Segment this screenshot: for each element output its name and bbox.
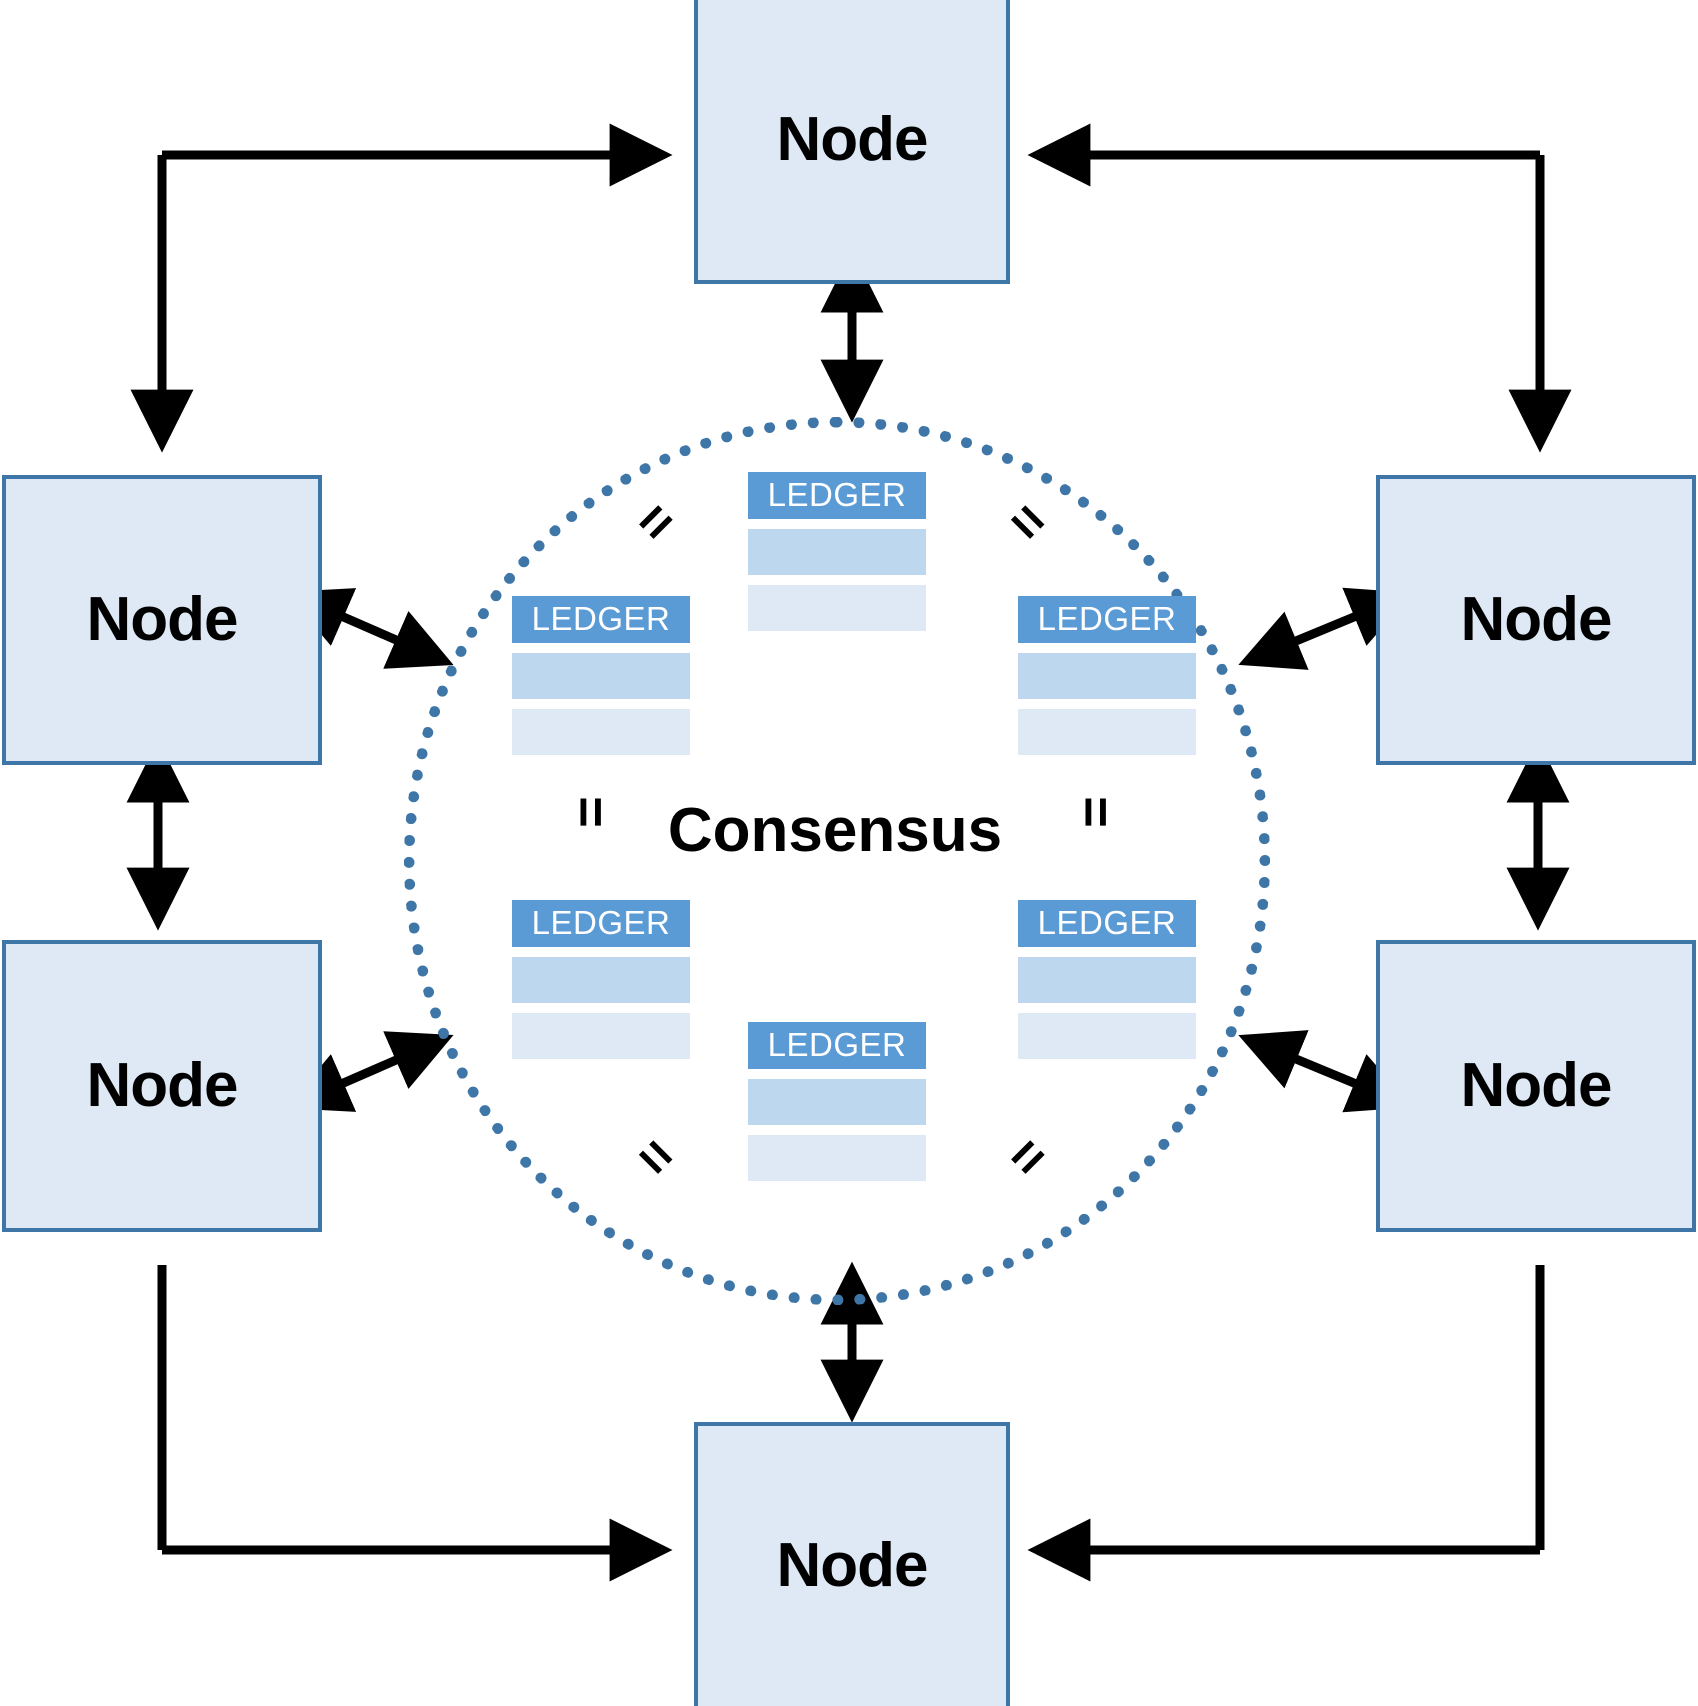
consensus-boundary-circle [404, 417, 1270, 1305]
arrow-right-upper-to-consensus [1238, 587, 1413, 670]
equals-mark-middle-right: = [1065, 796, 1126, 828]
ledger-row [748, 585, 926, 631]
ledger-header: LEDGER [1018, 596, 1196, 643]
node-label: Node [776, 105, 929, 174]
node-label: Node [86, 585, 239, 654]
ledger-row [512, 1013, 690, 1059]
arrow-left-upper-to-consensus [285, 588, 454, 669]
arrow-right-lower-to-bottom [1027, 1265, 1545, 1582]
ledger-card-right-lower[interactable]: LEDGER [1018, 900, 1196, 1059]
equals-mark-middle-left: = [560, 796, 621, 828]
ledger-card-left-upper[interactable]: LEDGER [512, 596, 690, 755]
node-box-top[interactable]: Node [694, 0, 1010, 284]
node-box-bottom[interactable]: Node [694, 1422, 1010, 1706]
ledger-row [1018, 653, 1196, 699]
ledger-row [748, 529, 926, 575]
arrow-left-lower-to-bottom [157, 1265, 673, 1582]
ledger-card-bottom[interactable]: LEDGER [748, 1022, 926, 1181]
ledger-row [512, 957, 690, 1003]
ledger-header: LEDGER [512, 900, 690, 947]
ledger-row [1018, 957, 1196, 1003]
ledger-card-left-lower[interactable]: LEDGER [512, 900, 690, 1059]
node-label: Node [776, 1531, 929, 1600]
node-box-right-upper[interactable]: Node [1376, 475, 1696, 765]
arrow-left-lower-to-consensus [285, 1031, 454, 1112]
node-label: Node [86, 1051, 239, 1120]
node-label: Node [1460, 585, 1613, 654]
ledger-row [1018, 1013, 1196, 1059]
consensus-label: Consensus [667, 796, 1003, 865]
arrow-right-lower-to-consensus [1238, 1030, 1413, 1113]
arrow-right-upper-to-top [1027, 123, 1572, 453]
ledger-header: LEDGER [748, 1022, 926, 1069]
ledger-row [748, 1079, 926, 1125]
node-box-left-lower[interactable]: Node [2, 940, 322, 1232]
ledger-row [1018, 709, 1196, 755]
ledger-row [748, 1135, 926, 1181]
ledger-header: LEDGER [1018, 900, 1196, 947]
ledger-card-right-upper[interactable]: LEDGER [1018, 596, 1196, 755]
node-label: Node [1460, 1051, 1613, 1120]
ledger-card-top[interactable]: LEDGER [748, 472, 926, 631]
arrow-left-upper-to-top [130, 123, 673, 453]
ledger-row [512, 709, 690, 755]
ledger-header: LEDGER [512, 596, 690, 643]
node-box-left-upper[interactable]: Node [2, 475, 322, 765]
node-box-right-lower[interactable]: Node [1376, 940, 1696, 1232]
ledger-header: LEDGER [748, 472, 926, 519]
ledger-row [512, 653, 690, 699]
